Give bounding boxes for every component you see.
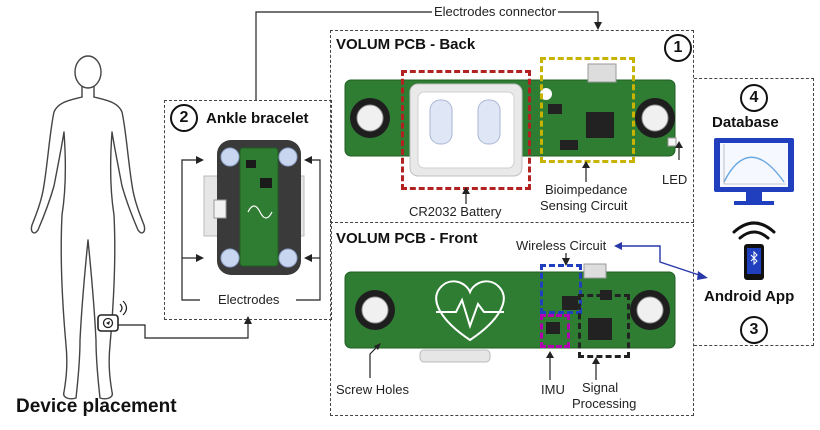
android-app-label: Android App <box>704 288 794 305</box>
badge-3: 3 <box>740 316 768 344</box>
